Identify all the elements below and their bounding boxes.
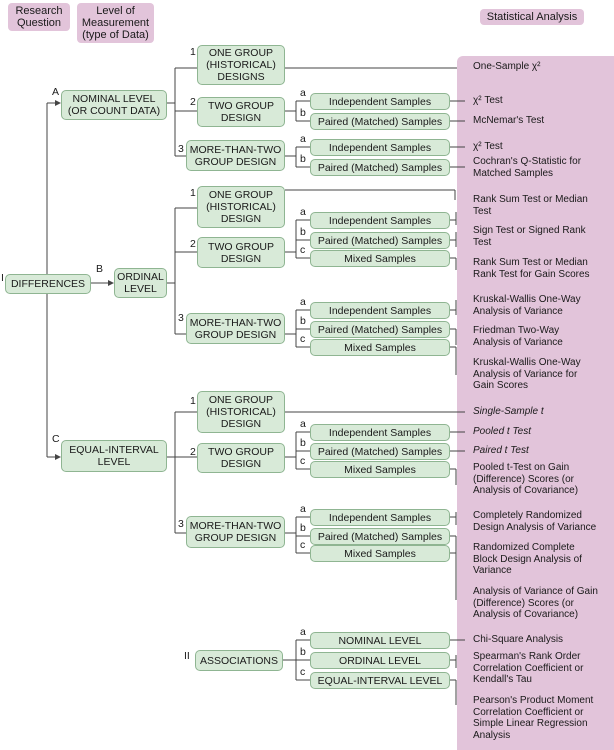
design-number-3: 3 — [178, 143, 184, 155]
level-letter-a: A — [52, 86, 60, 98]
paired-samples-box: Paired (Matched) Samples — [310, 528, 450, 545]
design-number-3: 3 — [178, 312, 184, 324]
independent-samples-box: Independent Samples — [310, 93, 450, 110]
result-cochran-q: Cochran's Q-Statistic for Matched Sample… — [473, 156, 582, 179]
root-number-associations: II — [184, 650, 190, 662]
nominal-level-box: NOMINAL LEVEL (OR COUNT DATA) — [61, 90, 167, 120]
sample-letter-a: a — [300, 296, 306, 308]
assoc-nominal-level-box: NOMINAL LEVEL — [310, 632, 450, 649]
sample-letter-b: b — [300, 226, 306, 238]
sample-letter-b: b — [300, 107, 306, 119]
mixed-samples-box: Mixed Samples — [310, 545, 450, 562]
level-letter-b: B — [96, 263, 104, 275]
one-group-designs-box: ONE GROUP (HISTORICAL) DESIGNS — [197, 45, 285, 85]
design-number-2: 2 — [190, 446, 196, 458]
differences-box: DIFFERENCES — [5, 274, 91, 294]
result-rank-sum-gain: Rank Sum Test or Median Rank Test for Ga… — [473, 257, 590, 280]
result-rank-sum-median: Rank Sum Test or Median Test — [473, 194, 588, 217]
independent-samples-box: Independent Samples — [310, 302, 450, 319]
two-group-design-box: TWO GROUP DESIGN — [197, 237, 285, 268]
result-pearson-regression: Pearson's Product Moment Correlation Coe… — [473, 695, 594, 741]
sample-letter-c: c — [300, 455, 306, 467]
result-pooled-t-gain: Pooled t-Test on Gain (Difference) Score… — [473, 462, 579, 496]
result-pooled-t: Pooled t Test — [473, 426, 532, 437]
result-chi-square-analysis: Chi-Square Analysis — [473, 634, 564, 645]
sample-letter-a: a — [300, 206, 306, 218]
paired-samples-box: Paired (Matched) Samples — [310, 159, 450, 176]
paired-samples-box: Paired (Matched) Samples — [310, 321, 450, 338]
header-level-of-measurement: Level of Measurement (type of Data) — [77, 3, 154, 43]
sample-letter-b: b — [300, 315, 306, 327]
sample-letter-b: b — [300, 522, 306, 534]
two-group-design-box: TWO GROUP DESIGN — [197, 97, 285, 127]
sample-letter-a: a — [300, 503, 306, 515]
assoc-ordinal-level-box: ORDINAL LEVEL — [310, 652, 450, 669]
independent-samples-box: Independent Samples — [310, 212, 450, 229]
design-number-2: 2 — [190, 238, 196, 250]
result-kruskal-wallis: Kruskal-Wallis One-Way Analysis of Varia… — [473, 294, 581, 317]
sample-letter-b: b — [300, 646, 306, 658]
mixed-samples-box: Mixed Samples — [310, 339, 450, 356]
independent-samples-box: Independent Samples — [310, 424, 450, 441]
more-than-two-design-box: MORE-THAN-TWO GROUP DESIGN — [186, 313, 285, 344]
sample-letter-a: a — [300, 133, 306, 145]
result-one-sample-chi-square: One-Sample χ² — [473, 61, 541, 72]
result-chi-square-test: χ² Test — [473, 141, 503, 152]
ordinal-level-box: ORDINAL LEVEL — [114, 268, 167, 298]
sample-letter-c: c — [300, 666, 306, 678]
equal-interval-level-box: EQUAL-INTERVAL LEVEL — [61, 440, 167, 472]
header-statistical-analysis: Statistical Analysis — [480, 9, 584, 25]
header-research-question: Research Question — [8, 3, 70, 31]
result-completely-randomized-anova: Completely Randomized Design Analysis of… — [473, 510, 597, 533]
mixed-samples-box: Mixed Samples — [310, 461, 450, 478]
sample-letter-a: a — [300, 626, 306, 638]
two-group-design-box: TWO GROUP DESIGN — [197, 443, 285, 473]
level-letter-c: C — [52, 433, 60, 445]
result-sign-test: Sign Test or Signed Rank Test — [473, 225, 586, 248]
result-spearman-kendall: Spearman's Rank Order Correlation Coeffi… — [473, 651, 584, 685]
design-number-1: 1 — [190, 46, 196, 58]
sample-letter-b: b — [300, 153, 306, 165]
result-randomized-block-anova: Randomized Complete Block Design Analysi… — [473, 542, 582, 576]
independent-samples-box: Independent Samples — [310, 139, 450, 156]
more-than-two-design-box: MORE-THAN-TWO GROUP DESIGN — [186, 516, 285, 548]
result-paired-t: Paired t Test — [473, 445, 529, 456]
design-number-1: 1 — [190, 395, 196, 407]
assoc-interval-level-box: EQUAL-INTERVAL LEVEL — [310, 672, 450, 689]
mixed-samples-box: Mixed Samples — [310, 250, 450, 267]
associations-box: ASSOCIATIONS — [195, 650, 283, 671]
sample-letter-a: a — [300, 87, 306, 99]
results-panel — [457, 56, 614, 750]
result-kruskal-wallis-gain: Kruskal-Wallis One-Way Analysis of Varia… — [473, 357, 581, 391]
paired-samples-box: Paired (Matched) Samples — [310, 113, 450, 130]
sample-letter-c: c — [300, 244, 306, 256]
result-chi-square-test: χ² Test — [473, 95, 503, 106]
design-number-1: 1 — [190, 187, 196, 199]
design-number-2: 2 — [190, 96, 196, 108]
design-number-3: 3 — [178, 518, 184, 530]
result-anova-gain-scores: Analysis of Variance of Gain (Difference… — [473, 586, 598, 620]
one-group-design-box: ONE GROUP (HISTORICAL) DESIGN — [197, 186, 285, 228]
sample-letter-c: c — [300, 539, 306, 551]
result-friedman: Friedman Two-Way Analysis of Variance — [473, 325, 563, 348]
sample-letter-b: b — [300, 437, 306, 449]
more-than-two-design-box: MORE-THAN-TWO GROUP DESIGN — [186, 140, 285, 171]
paired-samples-box: Paired (Matched) Samples — [310, 232, 450, 249]
sample-letter-c: c — [300, 333, 306, 345]
sample-letter-a: a — [300, 418, 306, 430]
result-mcnemar-test: McNemar's Test — [473, 115, 545, 126]
one-group-design-box: ONE GROUP (HISTORICAL) DESIGN — [197, 391, 285, 433]
paired-samples-box: Paired (Matched) Samples — [310, 443, 450, 460]
independent-samples-box: Independent Samples — [310, 509, 450, 526]
root-number-differences: I — [1, 272, 4, 284]
result-single-sample-t: Single-Sample t — [473, 406, 544, 417]
